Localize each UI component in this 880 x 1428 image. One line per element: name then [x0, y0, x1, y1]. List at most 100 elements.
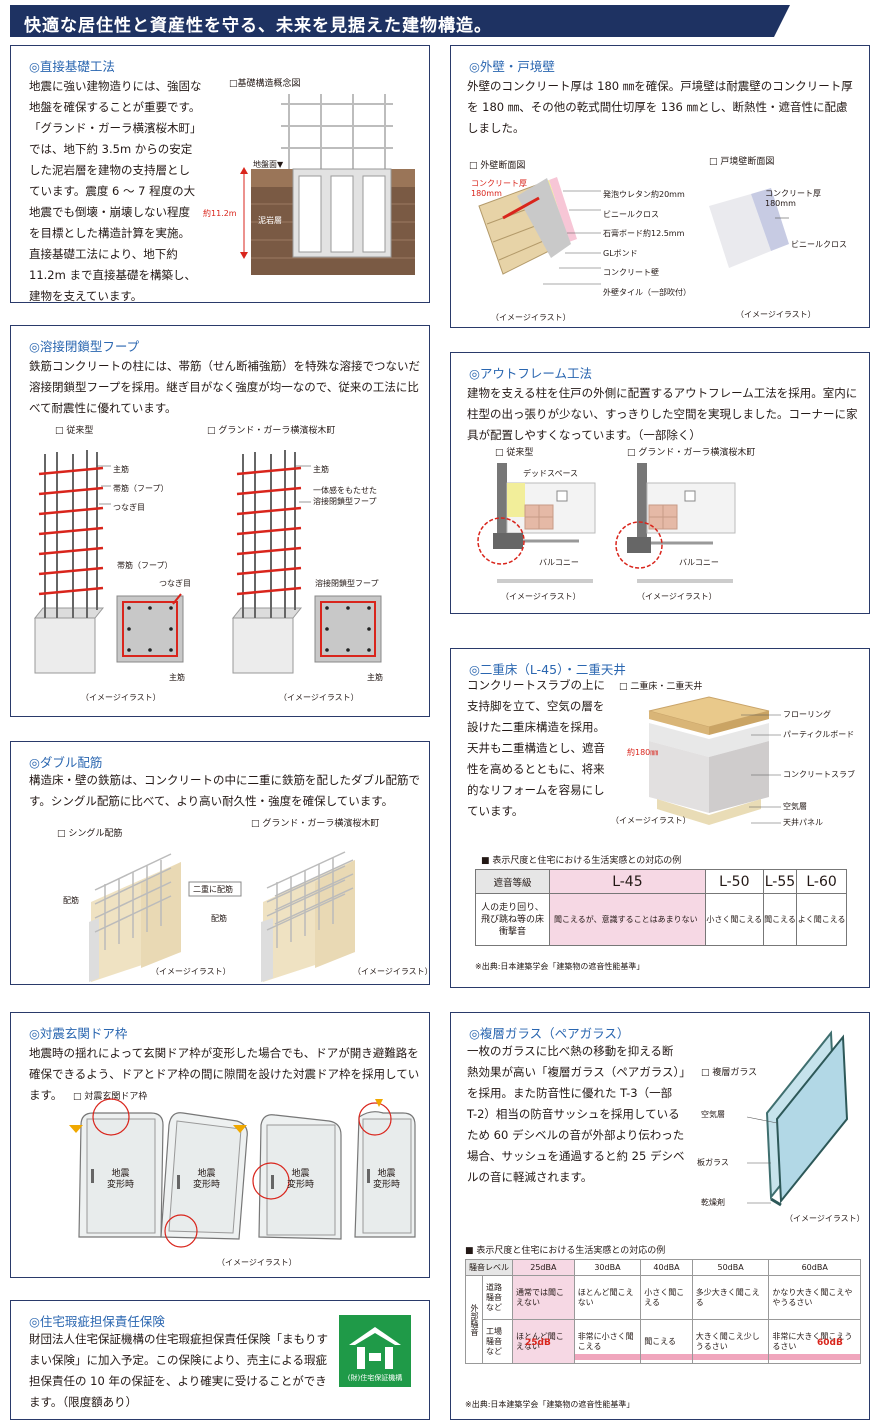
- foundation-fig-caption: □基礎構造概念図: [229, 79, 301, 89]
- outframe-fig1-caption: □ 従来型: [495, 448, 534, 458]
- glass-image-note: （イメージイラスト）: [785, 1214, 865, 1223]
- wall-section-diagram: [478, 177, 789, 285]
- door-label-3: 地震変形時: [287, 1169, 315, 1190]
- noise-head-0: 騒音レベル: [465, 1259, 513, 1276]
- noise-row2-cell-5: 非常に大きく聞こえうるさい: [768, 1319, 861, 1364]
- logo-text: (財)住宅保証機構: [347, 1374, 403, 1382]
- floor-table-head-3: L-55: [762, 869, 798, 894]
- insurance-panel: ◎住宅瑕疵担保責任保険 財団法人住宅保証機構の住宅瑕疵担保責任保険「まもりすまい…: [10, 1300, 430, 1420]
- floor-table-caption: ■ 表示尺度と住宅における生活実感との対応の例: [481, 856, 682, 866]
- double-rebar-label: 配筋: [211, 914, 227, 923]
- floor-table-source: ※出典:日本建築学会「建築物の遮音性能基準」: [475, 962, 645, 971]
- glass-pane-label: 板ガラス: [697, 1158, 729, 1167]
- door-title: ◎対震玄関ドア枠: [29, 1026, 128, 1041]
- noise-mark-60db: 60dB: [817, 1338, 843, 1348]
- double-rebar-fig2-caption: □ グランド・ガーラ横濱桜木町: [251, 819, 380, 829]
- door-diagram: [69, 1098, 416, 1248]
- floor-table-head-1: L-45: [549, 869, 706, 894]
- double-floor-title: ◎二重床（L-45）・二重天井: [469, 662, 626, 677]
- outframe-text: 建物を支える柱を住戸の外側に配置するアウトフレーム工法を採用。室内に柱型の出っ張…: [467, 386, 858, 442]
- hoop-diagram: [33, 450, 382, 674]
- outer-wall-fig2-caption: □ 戸境壁断面図: [709, 157, 775, 167]
- insurance-title: ◎住宅瑕疵担保責任保険: [29, 1314, 165, 1329]
- foundation-diagram: [240, 94, 415, 275]
- noise-row1-cell-4: 多少大きく聞こえる: [691, 1275, 770, 1320]
- door-fig-caption: □ 対震玄関ドア枠: [73, 1092, 148, 1102]
- single-rebar-label: 配筋: [63, 896, 79, 905]
- door-label-4: 地震変形時: [373, 1169, 401, 1190]
- double-label: 二重に配筋: [193, 885, 233, 894]
- outframe-title: ◎アウトフレーム工法: [469, 366, 593, 381]
- glass-fig-caption: □ 複層ガラス: [701, 1068, 758, 1078]
- glass-panel: ◎複層ガラス（ペアガラス） 一枚のガラスに比べ熱の移動を抑える断熱効果が高い「複…: [450, 1012, 870, 1420]
- noise-mark-25db: 25dB: [525, 1338, 551, 1348]
- floor-table-head-4: L-60: [796, 869, 847, 894]
- noise-table: 騒音レベル 25dBA 30dBA 40dBA 50dBA 60dBA 外部騒音…: [465, 1259, 861, 1364]
- hoop-left-labels: 主筋帯筋（フープ）つなぎ目: [113, 465, 169, 512]
- outer-wall-text: 外壁のコンクリート厚は 180 ㎜を確保。戸境壁は耐震壁のコンクリート厚を 18…: [467, 79, 853, 135]
- noise-head-2: 30dBA: [573, 1259, 642, 1276]
- floor-table-head-0: 遮音等級: [475, 869, 550, 894]
- outer-wall-title: ◎外壁・戸境壁: [469, 59, 555, 74]
- noise-row1-cell-5: かなり大きく聞こえややうるさい: [768, 1275, 861, 1320]
- outer-wall-panel: ◎外壁・戸境壁 外壁のコンクリート厚は 180 ㎜を確保。戸境壁は耐震壁のコンク…: [450, 45, 870, 328]
- double-rebar-fig1-caption: □ シングル配筋: [57, 829, 123, 839]
- glass-text: 一枚のガラスに比べ熱の移動を抑える断熱効果が高い「複層ガラス（ペアガラス）」を採…: [467, 1044, 691, 1184]
- mudstone-label: 泥岩層: [258, 216, 282, 225]
- hoop-text: 鉄筋コンクリートの柱には、帯筋（せん断補強筋）を特殊な溶接でつないだ溶接閉鎖型フ…: [29, 359, 420, 415]
- glass-air-label: 空気層: [701, 1110, 725, 1119]
- hoop-fig2-caption: □ グランド・ガーラ横濱桜木町: [207, 426, 336, 436]
- outer-wall-image-note-2: （イメージイラスト）: [736, 310, 816, 319]
- outframe-image-note-2: （イメージイラスト）: [637, 592, 717, 601]
- banner-background: [10, 5, 790, 37]
- noise-head-4: 50dBA: [691, 1259, 770, 1276]
- glass-desiccant-label: 乾燥剤: [701, 1198, 725, 1207]
- double-floor-height: 約180㎜: [627, 748, 659, 757]
- door-label-2: 地震変形時: [193, 1169, 221, 1190]
- outframe-image-note-1: （イメージイラスト）: [501, 592, 581, 601]
- floor-table-cell-4: よく聞こえる: [796, 893, 847, 946]
- noise-row2-cell-1: ほとんど聞こえない: [512, 1319, 575, 1364]
- door-text: 地震時の揺れによって玄関ドア枠が変形した場合でも、ドアが開き避難路を確保できるよ…: [29, 1046, 420, 1102]
- noise-row2-cell-3: 聞こえる: [640, 1319, 693, 1364]
- foundation-title: ◎直接基礎工法: [29, 59, 115, 74]
- hoop-right-section-main: 主筋: [367, 673, 383, 682]
- double-rebar-image-note-1: （イメージイラスト）: [151, 967, 231, 976]
- outframe-fig2-caption: □ グランド・ガーラ横濱桜木町: [627, 448, 756, 458]
- double-floor-panel: ◎二重床（L-45）・二重天井 コンクリートスラブの上に支持脚を立て、空気の層を…: [450, 648, 870, 988]
- floor-table-head-2: L-50: [704, 869, 764, 894]
- hoop-right-labels: 主筋一体感をもたせた溶接閉鎖型フープ: [313, 465, 377, 506]
- glass-table-source: ※出典:日本建築学会「建築物の遮音性能基準」: [465, 1400, 635, 1409]
- noise-head-5: 60dBA: [768, 1259, 861, 1276]
- door-image-note: （イメージイラスト）: [217, 1258, 297, 1267]
- page-title: 快適な居住性と資産性を守る、未来を見据えた建物構造。: [24, 16, 492, 36]
- double-floor-image-note: （イメージイラスト）: [611, 816, 691, 825]
- foundation-text: 地震に強い建物造りには、強固な地盤を確保することが重要です。「グランド・ガーラ横…: [29, 79, 202, 303]
- double-rebar-text: 構造床・壁の鉄筋は、コンクリートの中に二重に鉄筋を配したダブル配筋です。シングル…: [29, 773, 420, 808]
- outer-wall-fig1-caption: □ 外壁断面図: [469, 161, 526, 171]
- hoop-panel: ◎溶接閉鎖型フープ 鉄筋コンクリートの柱には、帯筋（せん断補強筋）を特殊な溶接で…: [10, 325, 430, 717]
- double-rebar-panel: ◎ダブル配筋 構造床・壁の鉄筋は、コンクリートの中に二重に鉄筋を配したダブル配筋…: [10, 741, 430, 985]
- outer-wall-image-note-1: （イメージイラスト）: [491, 313, 571, 322]
- noise-head-1: 25dBA: [512, 1259, 575, 1276]
- hoop-left-section-hoop: 帯筋（フープ）: [117, 561, 173, 570]
- double-rebar-image-note-2: （イメージイラスト）: [353, 967, 430, 976]
- double-rebar-diagram: [89, 851, 355, 982]
- hoop-title: ◎溶接閉鎖型フープ: [29, 339, 140, 354]
- outframe-diagram: [477, 463, 736, 583]
- ground-level-label: 地盤面▼: [253, 160, 284, 169]
- hoop-fig1-caption: □ 従来型: [55, 426, 94, 436]
- foundation-panel: ◎直接基礎工法 地震に強い建物造りには、強固な地盤を確保することが重要です。「グ…: [10, 45, 430, 303]
- floor-table-row-label: 人の走り回り、飛び跳ね等の床衝撃音: [475, 893, 550, 946]
- noise-row1-label: 道路騒音など: [482, 1275, 513, 1320]
- noise-head-3: 40dBA: [640, 1259, 693, 1276]
- double-floor-fig-caption: □ 二重床・二重天井: [619, 682, 703, 692]
- hoop-image-note-1: （イメージイラスト）: [81, 693, 161, 702]
- glass-table-caption: ■ 表示尺度と住宅における生活実感との対応の例: [465, 1246, 666, 1256]
- balcony-label-1: バルコニー: [539, 558, 579, 567]
- noise-side-label: 外部騒音: [465, 1275, 483, 1364]
- double-floor-diagram: [648, 696, 781, 825]
- page-banner: 快適な居住性と資産性を守る、未来を見据えた建物構造。: [10, 5, 790, 37]
